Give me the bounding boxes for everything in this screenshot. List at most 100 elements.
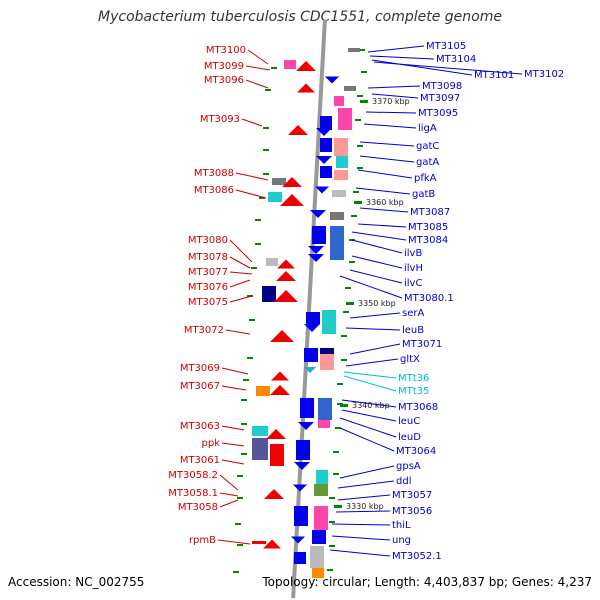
gene-label-reverse[interactable]: MT3093: [200, 114, 240, 125]
gene-arrow-reverse: [276, 271, 296, 281]
gene-leader-line: [373, 61, 523, 75]
gene-label-forward[interactable]: MT3071: [402, 339, 442, 350]
gene-label-reverse[interactable]: MT3100: [206, 45, 246, 56]
gene-label-forward[interactable]: MT3064: [396, 446, 436, 457]
gene-label-reverse[interactable]: MT3080: [188, 235, 228, 246]
gene-arrow-forward: [316, 156, 332, 164]
gene-label-forward[interactable]: MT3057: [392, 490, 432, 501]
position-tick: [263, 173, 269, 175]
gene-label-forward[interactable]: MT3097: [420, 93, 460, 104]
gene-arrow-forward: [316, 128, 332, 136]
gene-label-reverse[interactable]: MT3077: [188, 267, 228, 278]
gene-leader-line: [357, 169, 413, 179]
gene-leader-line: [331, 523, 391, 526]
gene-label-forward[interactable]: ddl: [396, 476, 411, 487]
gene-block: [284, 60, 296, 69]
gene-leader-line: [221, 442, 245, 447]
gene-label-forward[interactable]: MT3068: [398, 402, 438, 413]
gene-label-forward[interactable]: MT3056: [392, 506, 432, 517]
gene-label-forward[interactable]: MT3098: [422, 81, 462, 92]
gene-label-forward[interactable]: leuB: [402, 325, 424, 336]
gene-label-forward[interactable]: MT3102: [524, 69, 564, 80]
gene-leader-line: [343, 371, 397, 379]
gene-leader-line: [245, 79, 269, 89]
gene-label-forward[interactable]: ilvH: [404, 263, 423, 274]
gene-label-reverse[interactable]: MT3058.1: [168, 488, 218, 499]
gene-leader-line: [229, 295, 253, 303]
gene-leader-line: [241, 118, 263, 127]
gene-label-forward[interactable]: ilvB: [404, 248, 422, 259]
gene-label-forward[interactable]: serA: [402, 308, 424, 319]
gene-label-reverse[interactable]: MT3088: [194, 168, 234, 179]
gene-block: [252, 426, 268, 436]
gene-leader-line: [349, 343, 401, 355]
position-tick: [237, 497, 243, 499]
gene-leader-line: [217, 539, 251, 545]
gene-leader-line: [359, 155, 415, 163]
gene-label-forward[interactable]: MT3084: [408, 235, 448, 246]
gene-label-forward[interactable]: MT3080.1: [404, 293, 454, 304]
gene-leader-line: [229, 256, 251, 269]
gene-label-forward[interactable]: ligA: [418, 123, 437, 134]
gene-leader-line: [359, 207, 409, 213]
gene-label-reverse[interactable]: MT3072: [184, 325, 224, 336]
position-tick: [337, 383, 343, 385]
gene-label-reverse[interactable]: MT3067: [180, 381, 220, 392]
gene-label-reverse[interactable]: ppk: [202, 438, 221, 449]
gene-leader-line: [367, 85, 421, 89]
gene-leader-line: [221, 367, 249, 375]
position-tick: [233, 571, 239, 573]
gene-label-forward[interactable]: leuC: [398, 416, 420, 427]
position-tick: [349, 261, 355, 263]
gene-label-reverse[interactable]: MT3099: [204, 61, 244, 72]
gene-label-forward[interactable]: ilvC: [404, 278, 422, 289]
gene-arrow-reverse: [277, 259, 295, 269]
gene-leader-line: [349, 269, 403, 284]
gene-leader-line: [349, 312, 401, 319]
position-tick: [241, 453, 247, 455]
gene-leader-line: [329, 549, 391, 557]
gene-label-forward[interactable]: leuD: [398, 432, 421, 443]
gene-label-forward[interactable]: pfkA: [414, 173, 437, 184]
gene-label-reverse[interactable]: MT3063: [180, 421, 220, 432]
gene-label-forward[interactable]: MTt35: [398, 386, 429, 397]
gene-label-forward[interactable]: thiL: [392, 520, 411, 531]
gene-arrow-reverse: [274, 290, 298, 302]
gene-label-reverse[interactable]: MT3061: [180, 455, 220, 466]
gene-leader-line: [341, 399, 397, 408]
gene-block: [270, 444, 284, 466]
gene-label-forward[interactable]: MT3087: [410, 207, 450, 218]
gene-block: [312, 226, 326, 244]
gene-label-forward[interactable]: MT3095: [418, 108, 458, 119]
gene-label-reverse[interactable]: MT3069: [180, 363, 220, 374]
position-tick: [255, 219, 261, 221]
gene-label-reverse[interactable]: MT3075: [188, 297, 228, 308]
position-tick: [237, 475, 243, 477]
gene-label-forward[interactable]: gatB: [412, 189, 435, 200]
position-tick: [247, 295, 253, 297]
gene-label-forward[interactable]: MTt36: [398, 373, 429, 384]
gene-label-forward[interactable]: gpsA: [396, 461, 421, 472]
gene-label-forward[interactable]: MT3052.1: [392, 551, 442, 562]
gene-label-forward[interactable]: MT3105: [426, 41, 466, 52]
gene-label-reverse[interactable]: rpmB: [189, 535, 216, 546]
gene-label-forward[interactable]: gatC: [416, 141, 439, 152]
gene-label-forward[interactable]: gltX: [400, 354, 420, 365]
gene-label-reverse[interactable]: MT3058.2: [168, 470, 218, 481]
gene-label-forward[interactable]: ung: [392, 535, 411, 546]
scale-mark: [334, 505, 342, 508]
gene-block: [296, 440, 310, 460]
gene-label-reverse[interactable]: MT3078: [188, 252, 228, 263]
gene-label-reverse[interactable]: MT3096: [204, 75, 244, 86]
gene-label-forward[interactable]: MT3101: [474, 70, 514, 81]
gene-label-reverse[interactable]: MT3086: [194, 185, 234, 196]
gene-leader-line: [219, 474, 239, 491]
gene-label-forward[interactable]: gatA: [416, 157, 439, 168]
gene-arrow-forward: [315, 186, 329, 194]
gene-label-forward[interactable]: MT3104: [436, 54, 476, 65]
position-tick: [249, 319, 255, 321]
gene-label-reverse[interactable]: MT3076: [188, 282, 228, 293]
gene-arrow-reverse: [263, 539, 281, 549]
gene-label-forward[interactable]: MT3085: [408, 222, 448, 233]
gene-label-reverse[interactable]: MT3058: [178, 502, 218, 513]
